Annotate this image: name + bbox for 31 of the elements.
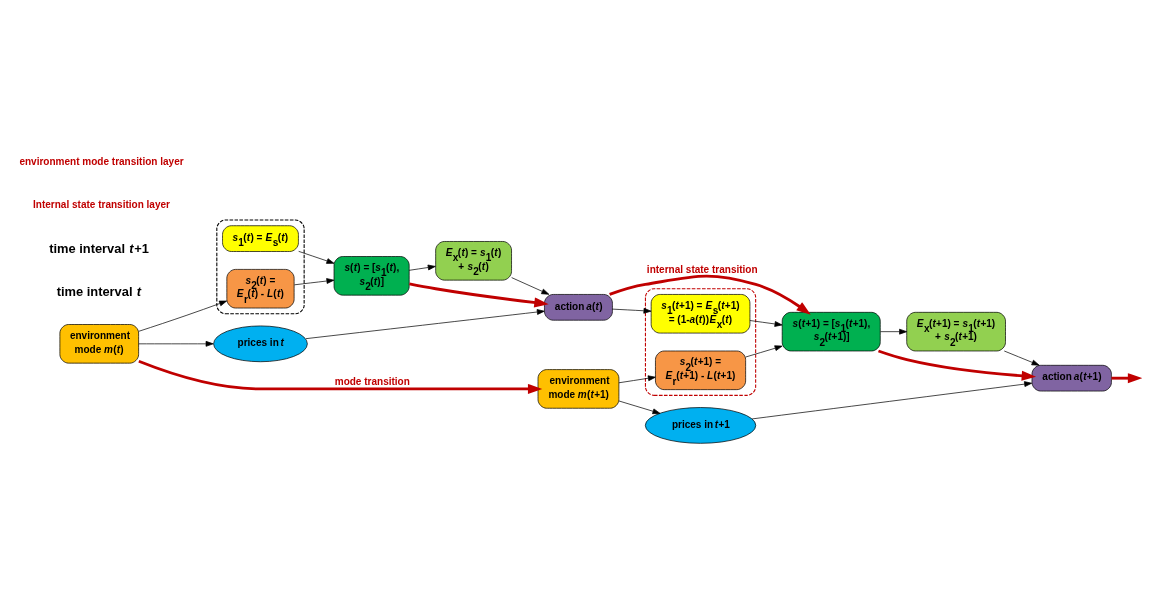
node-ellipse: prices in t	[213, 325, 308, 363]
arrow	[138, 340, 214, 347]
arrow	[612, 307, 652, 314]
arrow	[138, 359, 543, 394]
arrow	[408, 264, 436, 271]
arrow	[138, 300, 228, 332]
arrow	[305, 309, 545, 340]
arrow	[751, 381, 1033, 420]
arrow	[878, 349, 1037, 381]
arrow	[618, 375, 656, 384]
label: time interval t+1	[49, 240, 150, 256]
edge-label: internal state transition	[646, 264, 758, 276]
arrow	[745, 345, 783, 358]
label: environment mode transition layer	[19, 155, 184, 167]
edge-label: mode transition	[334, 376, 410, 388]
arrow	[511, 277, 550, 295]
label: time interval t	[56, 284, 142, 300]
arrow	[609, 274, 811, 315]
node-box: action a(t)	[544, 294, 613, 321]
arrow	[298, 250, 335, 264]
arrow	[409, 282, 549, 308]
label: Internal state transition layer	[33, 199, 170, 211]
node-box: action a(t+1)	[1031, 364, 1112, 392]
arrow	[294, 278, 335, 286]
arrow	[1111, 373, 1142, 384]
arrow	[749, 320, 783, 327]
node-box: environment mode m(t)	[59, 324, 139, 364]
arrow	[880, 328, 908, 335]
node-box: environment mode m(t+1)	[537, 369, 620, 409]
arrow	[618, 400, 661, 415]
arrow	[1003, 350, 1040, 366]
